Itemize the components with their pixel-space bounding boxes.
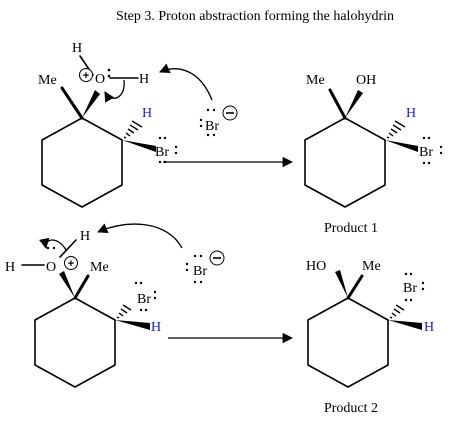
top-product-methyl: Me	[306, 73, 325, 88]
bottom-reactant-h-left: H	[5, 260, 15, 275]
top-reactant-wedge-bond	[82, 90, 100, 118]
bottom-reactant: H H O + Me Br H	[5, 229, 161, 388]
bottom-bromide-label: Br	[193, 264, 207, 279]
top-bromide: Br	[159, 63, 238, 137]
top-product: Me OH H Br Product 1	[304, 73, 443, 236]
top-product-hydroxyl: OH	[356, 73, 376, 88]
bottom-product: HO Me Br H Product 2	[306, 259, 434, 416]
bottom-product-hydroxyl: HO	[306, 259, 326, 274]
bottom-bromide: Br	[97, 223, 225, 284]
bottom-product-methyl: Me	[362, 259, 381, 274]
top-product-bromine: Br	[419, 145, 433, 160]
bottom-reactant-bromine: Br	[137, 292, 151, 307]
top-reactant-ring	[41, 117, 123, 208]
product-1-caption: Product 1	[324, 221, 378, 236]
page-title: Step 3. Proton abstraction forming the h…	[116, 9, 394, 24]
top-bromide-label: Br	[205, 119, 219, 134]
plus-circle-icon	[64, 256, 78, 270]
top-reactant-h-right: H	[139, 72, 149, 87]
svg-text:+: +	[68, 258, 74, 270]
bottom-reactant-oxygen: O	[46, 260, 56, 275]
product-2-caption: Product 2	[324, 401, 378, 416]
bottom-reactant-h-ring: H	[151, 320, 161, 335]
top-reactant-methyl: Me	[38, 73, 57, 88]
svg-text:+: +	[83, 70, 89, 82]
top-reactant-hashed-bond	[123, 120, 143, 139]
bottom-reactant-methyl: Me	[90, 260, 109, 275]
top-product-h-ring: H	[406, 106, 416, 121]
top-reactant-oxygen: O	[95, 72, 105, 87]
top-reactant-bromine: Br	[155, 145, 169, 160]
plus-circle-icon	[79, 68, 93, 82]
top-reactant: H Me + O H H Br	[38, 41, 178, 208]
bottom-reactant-h-top: H	[80, 229, 90, 244]
bottom-product-bromine: Br	[403, 281, 417, 296]
top-reactant-h-ring: H	[142, 106, 152, 121]
top-reactant-h-top: H	[72, 41, 82, 56]
bottom-product-h-ring: H	[424, 320, 434, 335]
